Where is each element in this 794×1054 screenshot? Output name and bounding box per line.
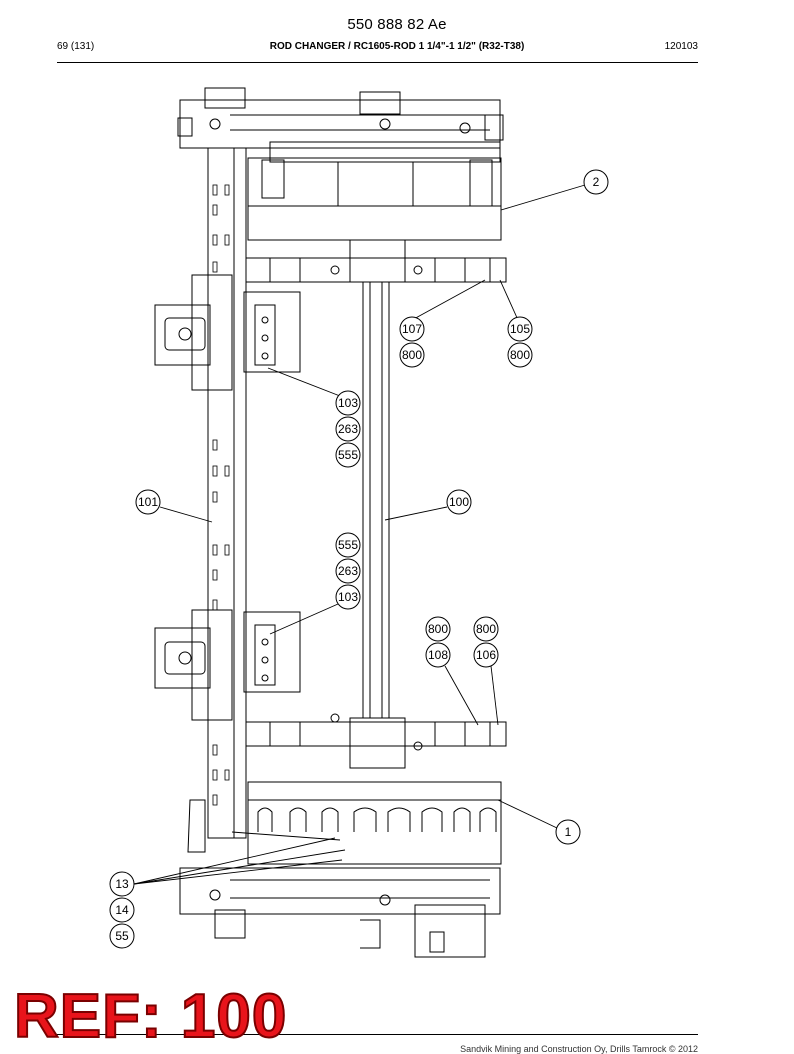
svg-text:14: 14 — [115, 903, 129, 917]
center-shaft — [362, 282, 390, 718]
svg-text:13: 13 — [115, 877, 129, 891]
upper-gripper — [154, 274, 301, 391]
callout-263-a: 263 — [335, 416, 361, 442]
callout-800-b: 800 — [507, 342, 533, 368]
svg-text:800: 800 — [428, 622, 448, 636]
upper-housing — [247, 157, 502, 241]
svg-text:555: 555 — [338, 538, 358, 552]
callout-2: 2 — [583, 169, 609, 195]
callout-1: 1 — [555, 819, 581, 845]
left-frame-rail — [207, 147, 247, 839]
svg-text:555: 555 — [338, 448, 358, 462]
svg-text:103: 103 — [338, 396, 358, 410]
svg-text:800: 800 — [402, 348, 422, 362]
callout-101: 101 — [135, 489, 161, 515]
footer-copyright: Sandvik Mining and Construction Oy, Dril… — [460, 1044, 698, 1054]
svg-text:800: 800 — [476, 622, 496, 636]
bottom-bracket-assembly — [179, 799, 501, 958]
svg-text:1: 1 — [565, 825, 572, 839]
footer-rule — [57, 1034, 698, 1035]
callout-800-c: 800 — [425, 616, 451, 642]
callout-103-b: 103 — [335, 584, 361, 610]
document-number: 550 888 82 Ae — [347, 16, 447, 33]
callout-555-a: 555 — [335, 442, 361, 468]
callout-14: 14 — [109, 897, 135, 923]
svg-text:100: 100 — [449, 495, 469, 509]
callout-800-a: 800 — [399, 342, 425, 368]
callout-103-a: 103 — [335, 390, 361, 416]
svg-text:105: 105 — [510, 322, 530, 336]
svg-text:263: 263 — [338, 422, 358, 436]
svg-text:108: 108 — [428, 648, 448, 662]
callout-106: 106 — [473, 642, 499, 668]
callout-108: 108 — [425, 642, 451, 668]
header-rule — [57, 62, 698, 63]
svg-text:107: 107 — [402, 322, 422, 336]
leader-lines — [133, 184, 586, 885]
callout-105: 105 — [507, 316, 533, 342]
callout-55: 55 — [109, 923, 135, 949]
svg-text:101: 101 — [138, 495, 158, 509]
svg-text:106: 106 — [476, 648, 496, 662]
callout-263-b: 263 — [335, 558, 361, 584]
svg-text:103: 103 — [338, 590, 358, 604]
svg-text:55: 55 — [115, 929, 129, 943]
lower-carousel-plate — [245, 713, 507, 769]
svg-text:263: 263 — [338, 564, 358, 578]
callout-800-d: 800 — [473, 616, 499, 642]
lower-housing — [247, 781, 502, 865]
top-bracket-assembly — [177, 87, 504, 163]
lower-gripper — [154, 609, 301, 721]
ref-stamp: REF: 100 — [13, 982, 288, 1051]
callout-13: 13 — [109, 871, 135, 897]
page-title: ROD CHANGER / RC1605-ROD 1 1/4"-1 1/2" (… — [269, 41, 525, 52]
callout-555-b: 555 — [335, 532, 361, 558]
callout-107: 107 — [399, 316, 425, 342]
svg-text:2: 2 — [593, 175, 600, 189]
svg-text:800: 800 — [510, 348, 530, 362]
page-label: 69 (131) — [57, 41, 95, 52]
callout-100: 100 — [446, 489, 472, 515]
upper-carousel-plate — [245, 239, 507, 283]
revision-code: 120103 — [664, 41, 698, 52]
